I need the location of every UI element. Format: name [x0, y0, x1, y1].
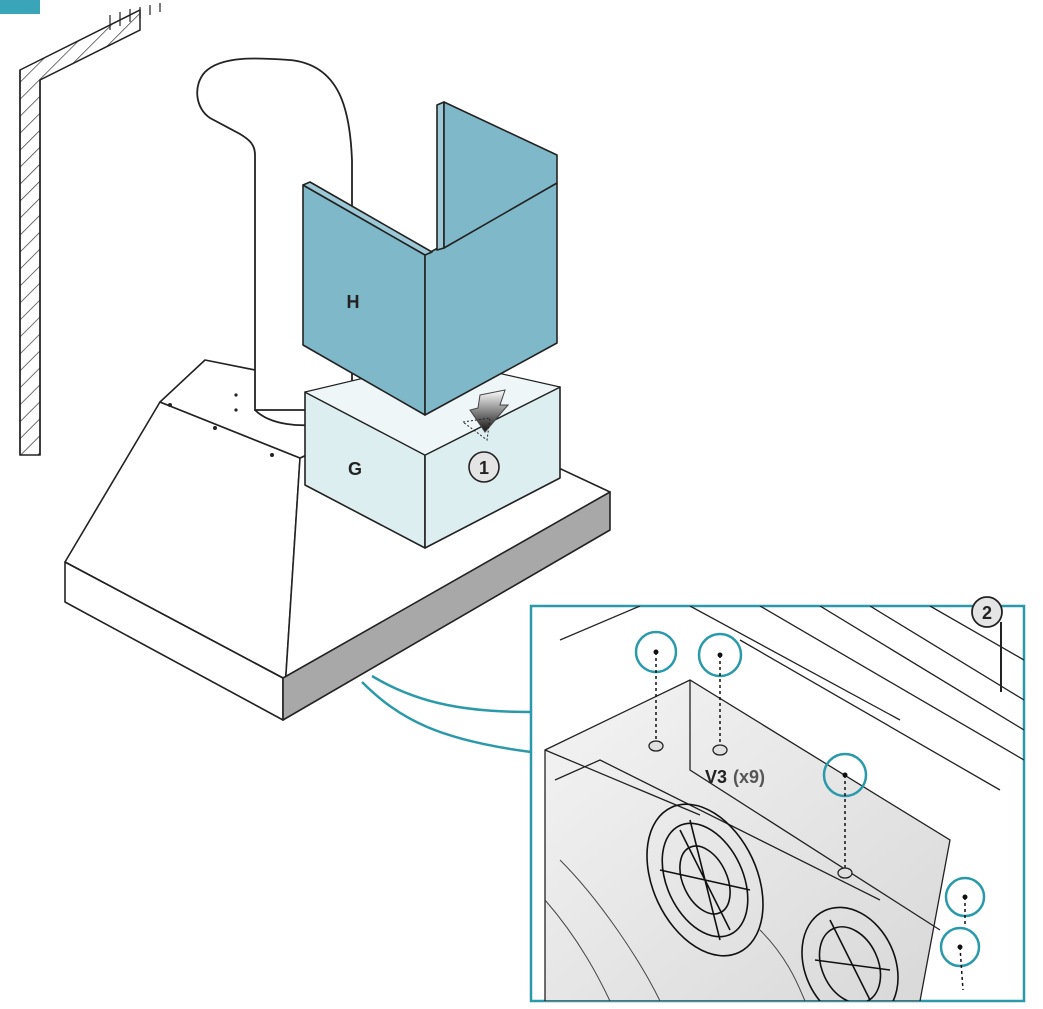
- panel-g-label: G: [348, 459, 362, 479]
- panel-h-label: H: [347, 292, 360, 312]
- detail-inset: V3(x9) 2: [529, 596, 1026, 1003]
- screw-icon: [648, 740, 853, 879]
- panel-h: [302, 101, 558, 416]
- svg-text:2: 2: [982, 603, 992, 623]
- step-1-marker: 1: [468, 451, 500, 483]
- svg-text:1: 1: [479, 458, 489, 478]
- callout-connector: [361, 674, 532, 754]
- screw-label: V3(x9): [705, 767, 765, 787]
- step-badge: [0, 0, 40, 14]
- screw-markers: [634, 630, 986, 991]
- down-arrow-icon: [461, 389, 510, 441]
- step-2-marker: 2: [971, 596, 1003, 692]
- wall: [19, 3, 161, 456]
